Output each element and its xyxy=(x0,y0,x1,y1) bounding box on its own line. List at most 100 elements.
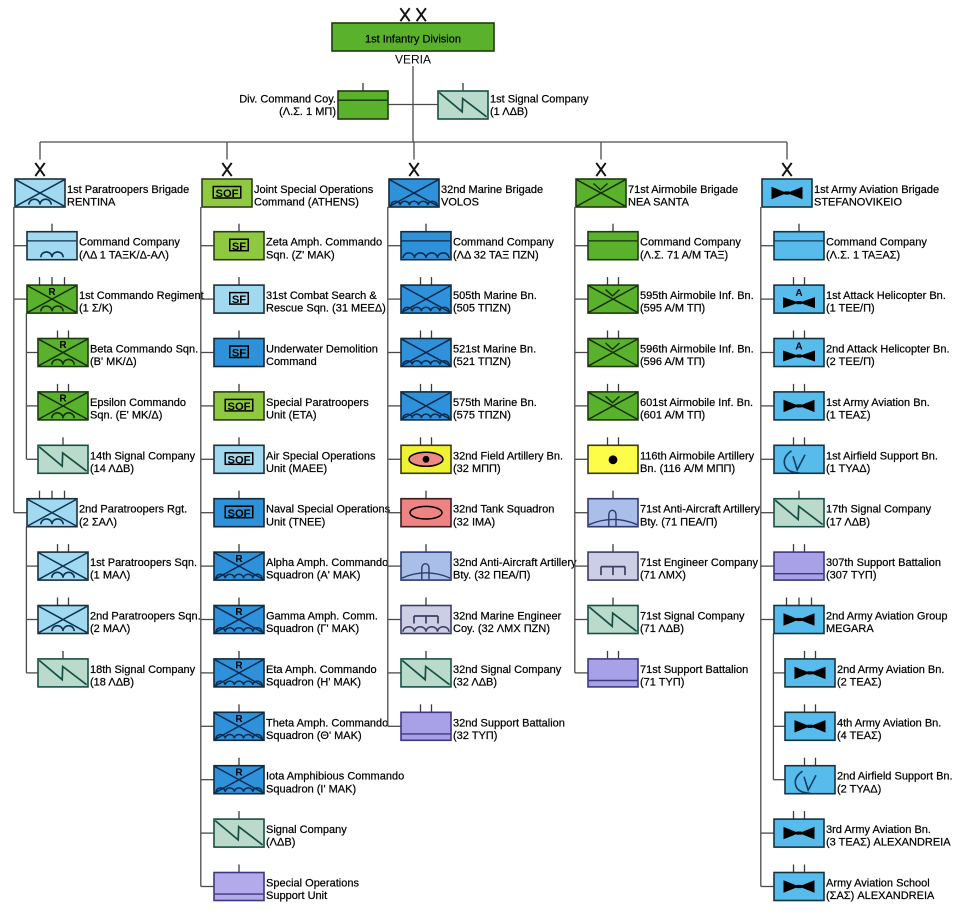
svg-text:NEA SANTA: NEA SANTA xyxy=(628,197,690,209)
svg-text:R: R xyxy=(235,661,243,672)
svg-text:R: R xyxy=(59,340,67,351)
svg-text:71st Signal Company: 71st Signal Company xyxy=(640,611,745,623)
svg-text:(Λ.Σ. 1 ΤΑΞΑΣ): (Λ.Σ. 1 ΤΑΞΑΣ) xyxy=(826,249,900,261)
svg-text:1st Airfield Support Bn.: 1st Airfield Support Bn. xyxy=(826,450,938,462)
svg-text:32nd Anti-Aircraft Artillery: 32nd Anti-Aircraft Artillery xyxy=(453,557,577,569)
svg-text:116th Airmobile Artillery: 116th Airmobile Artillery xyxy=(640,450,755,462)
svg-text:71st Engineer Company: 71st Engineer Company xyxy=(640,557,759,569)
svg-text:R: R xyxy=(59,394,67,405)
svg-text:32nd Signal Company: 32nd Signal Company xyxy=(453,664,562,676)
svg-text:(2 ΤΥΑΔ): (2 ΤΥΑΔ) xyxy=(837,783,881,795)
svg-text:Sqn. (Ζ' ΜΑΚ): Sqn. (Ζ' ΜΑΚ) xyxy=(266,249,335,261)
svg-text:(521 ΤΠΖΝ): (521 ΤΠΖΝ) xyxy=(453,356,511,368)
svg-text:521st Marine Bn.: 521st Marine Bn. xyxy=(453,344,536,356)
svg-text:Theta Amph. Commando: Theta Amph. Commando xyxy=(266,717,388,729)
svg-text:(2 ΤΕΕ/Π): (2 ΤΕΕ/Π) xyxy=(826,356,875,368)
svg-text:SOF: SOF xyxy=(228,401,251,413)
svg-text:Unit (ΕΤΑ): Unit (ΕΤΑ) xyxy=(266,410,317,422)
svg-text:17th Signal Company: 17th Signal Company xyxy=(826,504,932,516)
svg-text:R: R xyxy=(235,767,243,778)
svg-text:SF: SF xyxy=(232,241,246,253)
svg-text:(71 ΛΔΒ): (71 ΛΔΒ) xyxy=(640,623,684,635)
svg-text:R: R xyxy=(235,714,243,725)
svg-text:1st Army Aviation Bn.: 1st Army Aviation Bn. xyxy=(826,397,930,409)
svg-text:RENTINA: RENTINA xyxy=(67,197,116,209)
svg-text:(1 ΤΥΑΔ): (1 ΤΥΑΔ) xyxy=(826,463,870,475)
svg-text:Unit (ΤΝΕΕ): Unit (ΤΝΕΕ) xyxy=(266,516,325,528)
svg-text:1st Paratroopers Brigade: 1st Paratroopers Brigade xyxy=(67,184,189,196)
svg-text:601st Airmobile Inf. Bn.: 601st Airmobile Inf. Bn. xyxy=(640,397,753,409)
svg-text:(ΛΔΒ): (ΛΔΒ) xyxy=(266,837,295,849)
svg-text:596th Airmobile Inf. Bn.: 596th Airmobile Inf. Bn. xyxy=(640,344,754,356)
svg-text:(14 ΛΔΒ): (14 ΛΔΒ) xyxy=(90,463,134,475)
svg-text:(ΛΔ 32 ΤΑΞ ΠΖΝ): (ΛΔ 32 ΤΑΞ ΠΖΝ) xyxy=(453,249,539,261)
svg-text:4th Army Aviation Bn.: 4th Army Aviation Bn. xyxy=(837,717,941,729)
svg-text:2nd Paratroopers Rgt.: 2nd Paratroopers Rgt. xyxy=(79,504,187,516)
svg-text:(307 ΤΥΠ): (307 ΤΥΠ) xyxy=(826,570,877,582)
svg-text:Alpha Amph. Commando: Alpha Amph. Commando xyxy=(266,557,388,569)
svg-text:Bty. (71 ΠΕΑ/Π): Bty. (71 ΠΕΑ/Π) xyxy=(640,516,717,528)
svg-text:SOF: SOF xyxy=(216,188,239,200)
svg-text:307th Support Battalion: 307th Support Battalion xyxy=(826,557,941,569)
svg-text:32nd Tank Squadron: 32nd Tank Squadron xyxy=(453,504,554,516)
svg-text:71st Airmobile Brigade: 71st Airmobile Brigade xyxy=(628,184,738,196)
svg-text:(32 ΤΥΠ): (32 ΤΥΠ) xyxy=(453,730,497,742)
svg-text:(1 ΛΔΒ): (1 ΛΔΒ) xyxy=(490,106,528,118)
svg-text:R: R xyxy=(235,607,243,618)
svg-text:Command Company: Command Company xyxy=(79,237,180,249)
svg-text:71st Anti-Aircraft Artillery: 71st Anti-Aircraft Artillery xyxy=(640,504,760,516)
svg-text:Command Company: Command Company xyxy=(826,237,927,249)
svg-text:(18 ΛΔΒ): (18 ΛΔΒ) xyxy=(90,677,134,689)
svg-text:1st Infantry Division: 1st Infantry Division xyxy=(365,34,461,46)
svg-text:Zeta Amph. Commando: Zeta Amph. Commando xyxy=(266,237,382,249)
svg-text:32nd Support Battalion: 32nd Support Battalion xyxy=(453,717,565,729)
svg-text:VOLOS: VOLOS xyxy=(441,197,479,209)
svg-text:Iota Amphibious Commando: Iota Amphibious Commando xyxy=(266,771,404,783)
svg-text:Squadron (Η' ΜΑΚ): Squadron (Η' ΜΑΚ) xyxy=(266,677,361,689)
svg-text:Rescue Sqn. (31 ΜΕΕΔ): Rescue Sqn. (31 ΜΕΕΔ) xyxy=(266,303,386,315)
svg-text:Squadron (Γ' ΜΑΚ): Squadron (Γ' ΜΑΚ) xyxy=(266,623,359,635)
svg-text:Command: Command xyxy=(266,356,317,368)
svg-text:Coy. (32 ΛΜΧ ΠΖΝ): Coy. (32 ΛΜΧ ΠΖΝ) xyxy=(453,623,550,635)
svg-text:(1 ΜΑΛ): (1 ΜΑΛ) xyxy=(90,570,130,582)
svg-text:14th Signal Company: 14th Signal Company xyxy=(90,450,196,462)
svg-text:R: R xyxy=(48,287,56,298)
svg-text:(32 ΜΠΠ): (32 ΜΠΠ) xyxy=(453,463,501,475)
svg-text:(4 ΤΕΑΣ): (4 ΤΕΑΣ) xyxy=(837,730,882,742)
svg-text:575th Marine Bn.: 575th Marine Bn. xyxy=(453,397,537,409)
svg-text:Signal Company: Signal Company xyxy=(266,824,347,836)
svg-text:Underwater Demolition: Underwater Demolition xyxy=(266,344,378,356)
svg-text:A: A xyxy=(795,288,802,299)
svg-text:SF: SF xyxy=(232,294,246,306)
svg-text:(3 ΤΕΑΣ) ALEXANDREIA: (3 ΤΕΑΣ) ALEXANDREIA xyxy=(826,837,951,849)
svg-text:R: R xyxy=(235,554,243,565)
svg-text:3rd Army Aviation Bn.: 3rd Army Aviation Bn. xyxy=(826,824,931,836)
svg-text:(ΛΔ 1 ΤΑΞΚ/Δ-ΑΛ): (ΛΔ 1 ΤΑΞΚ/Δ-ΑΛ) xyxy=(79,249,169,261)
svg-text:Command (ATHENS): Command (ATHENS) xyxy=(254,197,359,209)
svg-text:Special Operations: Special Operations xyxy=(266,878,359,890)
svg-text:Command Company: Command Company xyxy=(640,237,741,249)
svg-text:(595 Α/Μ ΤΠ): (595 Α/Μ ΤΠ) xyxy=(640,303,705,315)
svg-text:(1 ΤΕΕ/Π): (1 ΤΕΕ/Π) xyxy=(826,303,875,315)
svg-text:(2 ΣΑΛ): (2 ΣΑΛ) xyxy=(79,516,117,528)
svg-text:1st Attack Helicopter Bn.: 1st Attack Helicopter Bn. xyxy=(826,290,946,302)
svg-text:Joint Special Operations: Joint Special Operations xyxy=(254,184,374,196)
svg-text:Sqn. (Ε' ΜΚ/Δ): Sqn. (Ε' ΜΚ/Δ) xyxy=(90,410,162,422)
svg-text:VERIA: VERIA xyxy=(395,53,431,67)
svg-text:(596 Α/Μ ΤΠ): (596 Α/Μ ΤΠ) xyxy=(640,356,705,368)
svg-text:1st Paratroopers Sqn.: 1st Paratroopers Sqn. xyxy=(90,557,197,569)
svg-text:2nd Attack Helicopter Bn.: 2nd Attack Helicopter Bn. xyxy=(826,344,950,356)
svg-text:Unit (ΜΑΕΕ): Unit (ΜΑΕΕ) xyxy=(266,463,327,475)
svg-text:(Λ.Σ. 1 ΜΠ): (Λ.Σ. 1 ΜΠ) xyxy=(279,106,336,118)
svg-text:(ΣΑΣ) ALEXANDREIA: (ΣΑΣ) ALEXANDREIA xyxy=(826,890,935,902)
svg-text:Squadron (Α' ΜΑΚ): Squadron (Α' ΜΑΚ) xyxy=(266,570,360,582)
svg-text:Naval Special Operations: Naval Special Operations xyxy=(266,504,391,516)
svg-text:SF: SF xyxy=(232,348,246,360)
svg-text:Air Special Operations: Air Special Operations xyxy=(266,450,376,462)
svg-text:Eta Amph. Commando: Eta Amph. Commando xyxy=(266,664,377,676)
svg-text:32nd Marine Engineer: 32nd Marine Engineer xyxy=(453,611,562,623)
svg-text:Gamma Amph. Comm.: Gamma Amph. Comm. xyxy=(266,611,378,623)
svg-text:505th Marine Bn.: 505th Marine Bn. xyxy=(453,290,537,302)
svg-text:(505 ΤΠΖΝ): (505 ΤΠΖΝ) xyxy=(453,303,511,315)
svg-text:1st Commando Regiment: 1st Commando Regiment xyxy=(79,290,204,302)
